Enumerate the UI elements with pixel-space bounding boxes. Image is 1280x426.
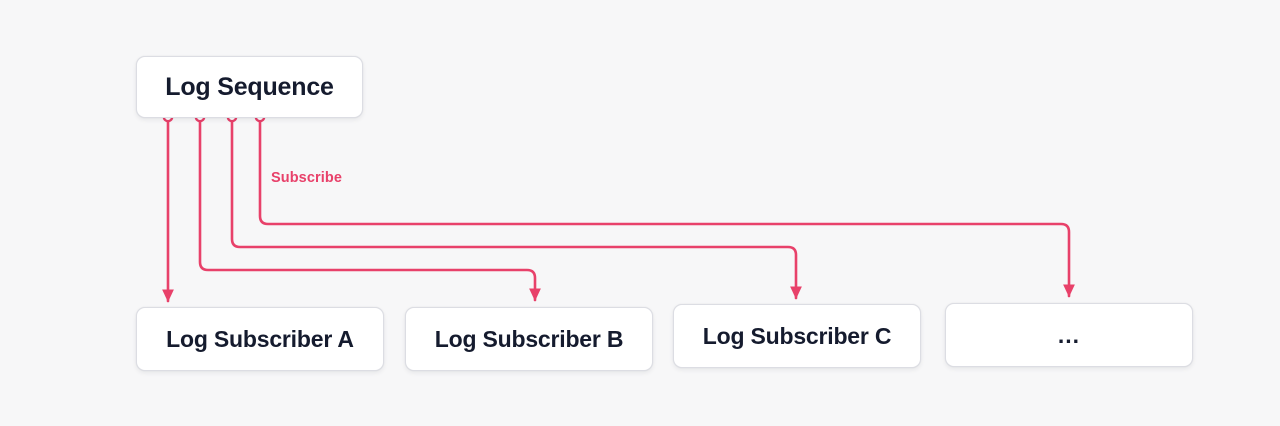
node-log-subscriber-c[interactable]: Log Subscriber C bbox=[673, 304, 921, 368]
edge-label-subscribe: Subscribe bbox=[271, 170, 343, 186]
node-log-subscriber-more[interactable]: ... bbox=[945, 303, 1193, 367]
node-log-sequence[interactable]: Log Sequence bbox=[136, 56, 363, 118]
node-log-sequence-label: Log Sequence bbox=[165, 72, 334, 101]
node-log-subscriber-a-label: Log Subscriber A bbox=[166, 325, 354, 352]
edge-port4-to-ellipsis bbox=[258, 119, 1075, 298]
node-log-subscriber-b-label: Log Subscriber B bbox=[434, 325, 624, 352]
node-log-subscriber-more-label: ... bbox=[1057, 321, 1081, 348]
edge-port2-to-subscriber-b bbox=[198, 119, 541, 302]
node-log-subscriber-c-label: Log Subscriber C bbox=[702, 322, 892, 349]
edge-port3-to-subscriber-c bbox=[230, 119, 802, 300]
node-log-subscriber-a[interactable]: Log Subscriber A bbox=[136, 307, 384, 371]
node-log-subscriber-b[interactable]: Log Subscriber B bbox=[405, 307, 653, 371]
